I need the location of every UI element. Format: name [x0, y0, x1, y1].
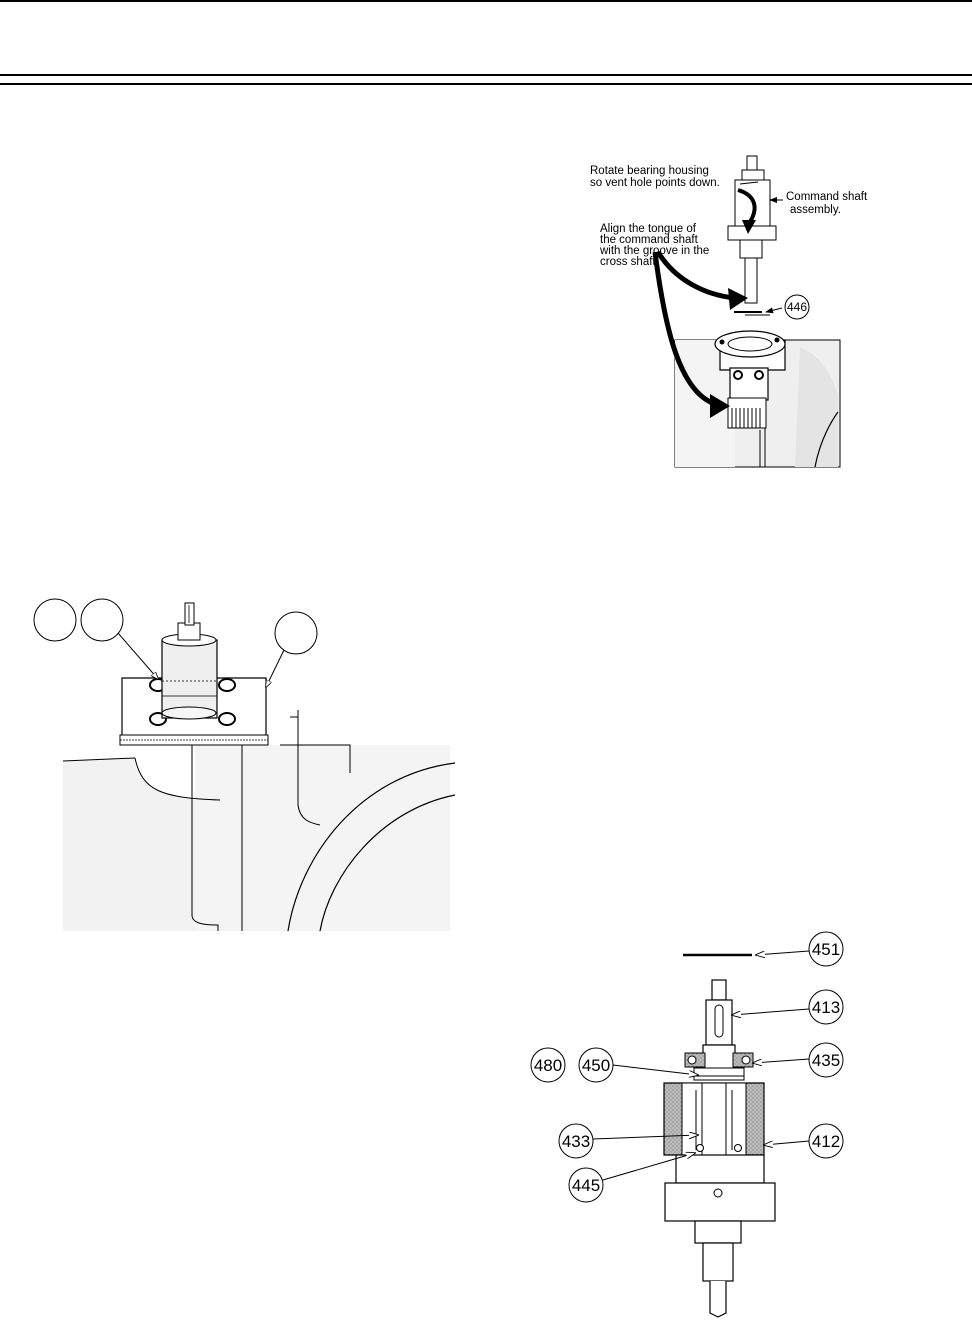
- header-rule-lower: [0, 83, 972, 85]
- header-top-rule: [0, 0, 972, 2]
- callout-445: 445: [572, 1176, 600, 1195]
- callout-435: 435: [812, 1051, 840, 1070]
- callout-451: 451: [812, 940, 840, 959]
- command-note-line2: assembly.: [790, 204, 841, 216]
- mounting-bolts: [149, 678, 236, 726]
- callout-413: 413: [812, 998, 840, 1017]
- bearing-housing-mounted-figure: [33, 598, 456, 932]
- command-shaft-install-figure: 446 Rotate bearing housing so vent hole …: [590, 155, 868, 468]
- align-arrow-lower: [652, 251, 719, 408]
- callout-446: [784, 294, 810, 320]
- align-note-line2: the command shaft: [600, 234, 699, 246]
- align-note-line1: Align the tongue of: [600, 223, 697, 235]
- align-note-line3: with the groove in the: [599, 245, 709, 257]
- rotate-note-line2: so vent hole points down.: [590, 177, 720, 189]
- callout-balloon-empty-1: [33, 598, 77, 642]
- align-arrow-upper: [655, 250, 736, 301]
- header-rule-upper: [0, 74, 972, 76]
- command-shaft-exploded-figure: 451 413 435 412 480 450 433 445: [530, 931, 844, 1318]
- callout-480: 480: [534, 1056, 562, 1075]
- callout-450: 450: [582, 1056, 610, 1075]
- rotate-note-line1: Rotate bearing housing: [590, 165, 709, 177]
- callout-433: 433: [562, 1132, 590, 1151]
- callout-balloon-empty-3: [274, 611, 318, 655]
- command-note-line1: Command shaft: [786, 191, 868, 203]
- callout-balloon-empty-2: [80, 598, 124, 642]
- callout-412: 412: [812, 1132, 840, 1151]
- align-note-line4: cross shaft.: [600, 256, 659, 268]
- callout-446-text: 446: [787, 300, 807, 314]
